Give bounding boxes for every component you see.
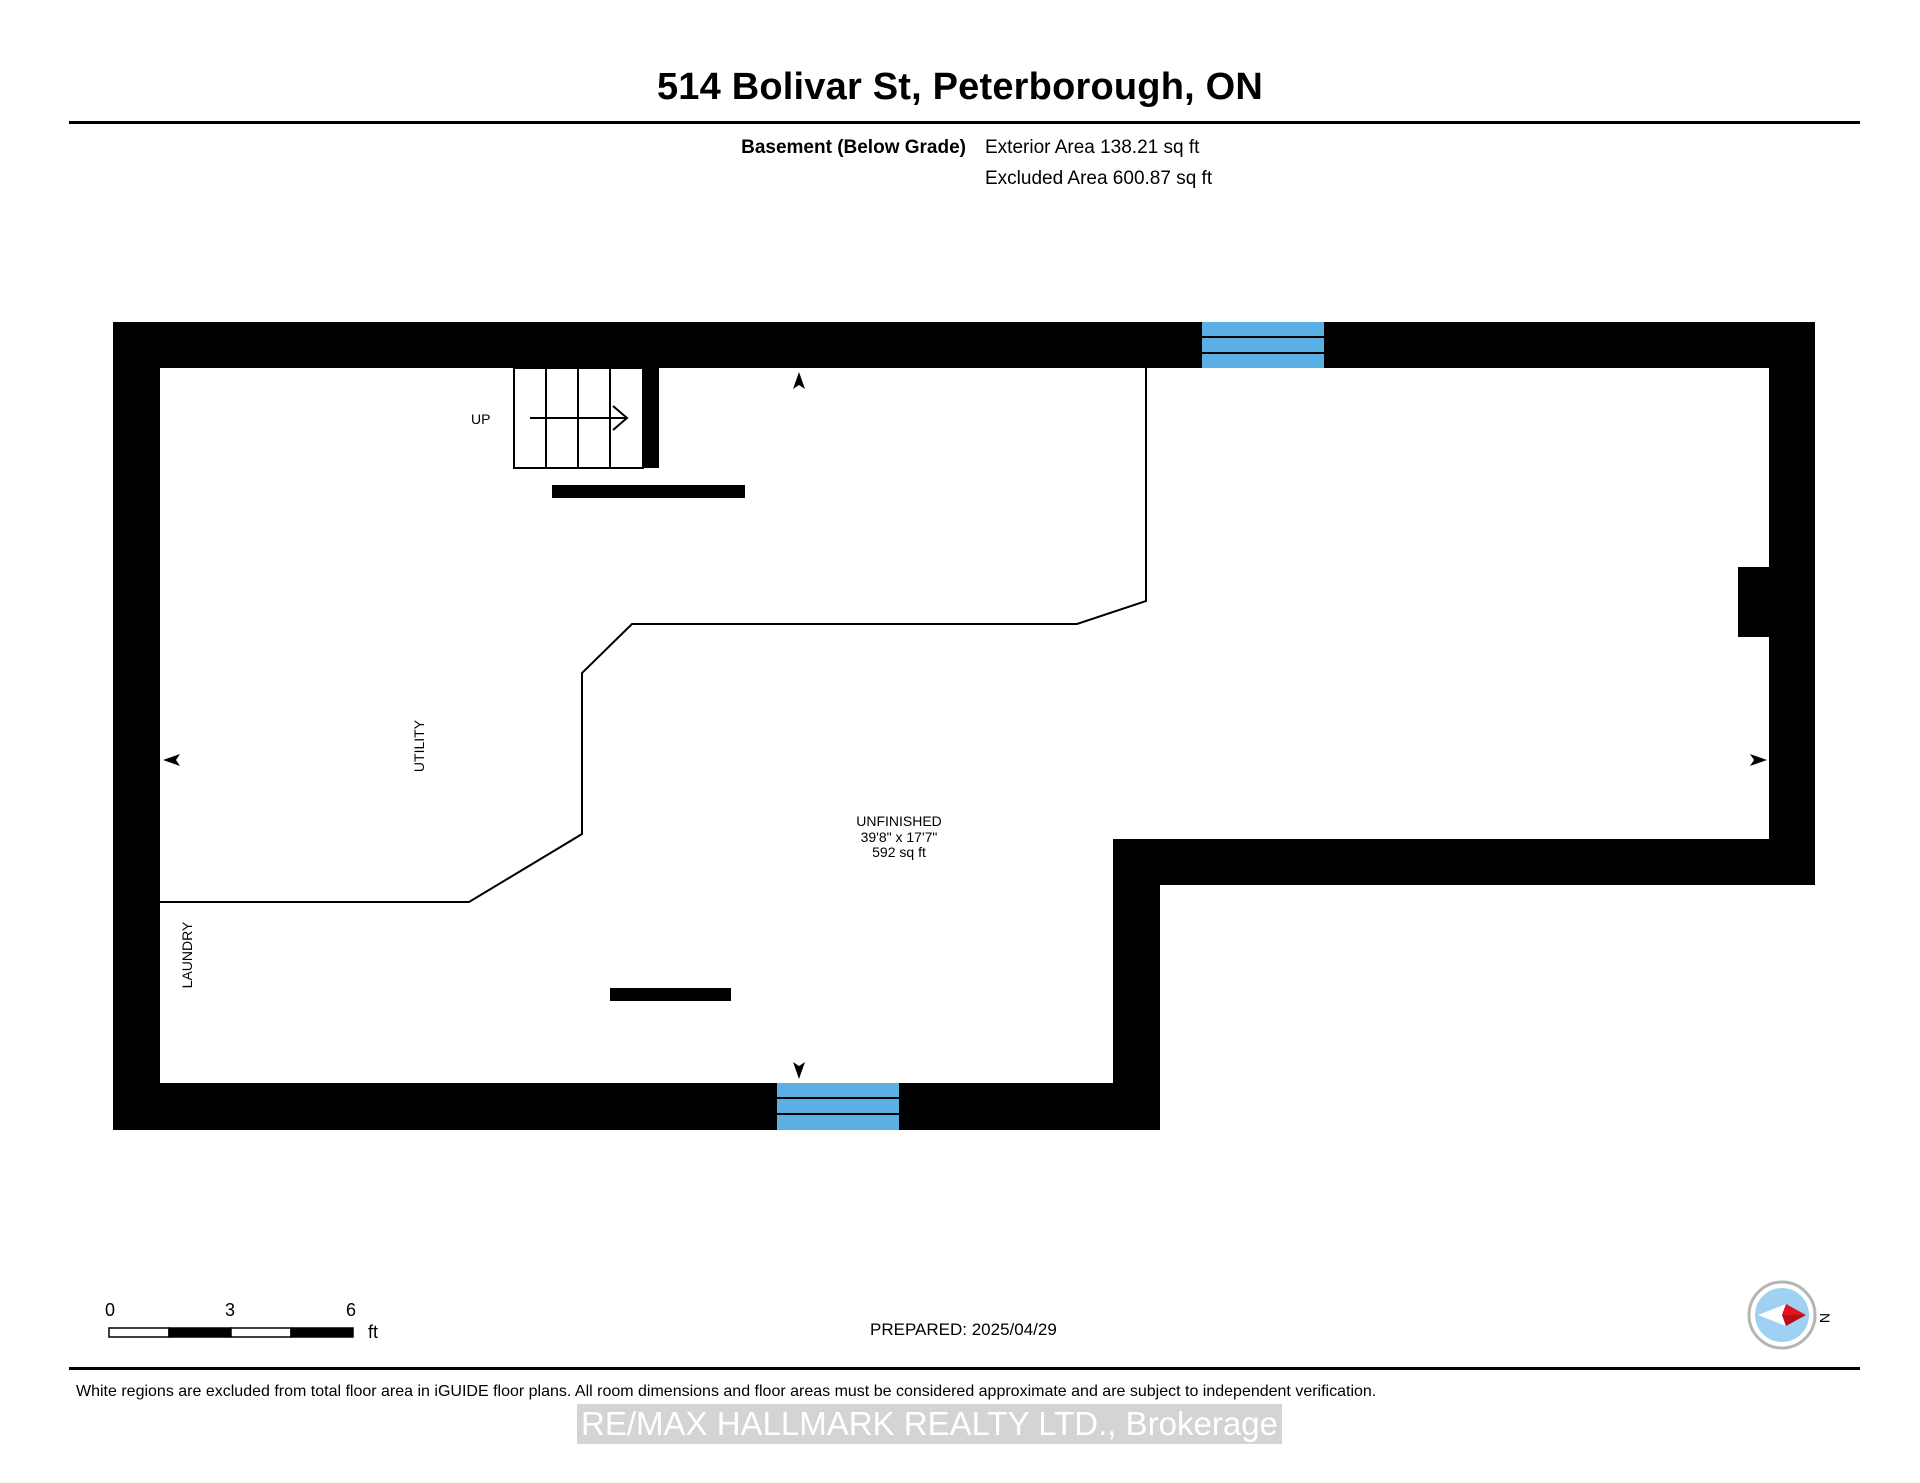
room-label-unfinished: UNFINISHED [856,813,942,829]
stair-wall [643,368,659,468]
exterior-wall [113,322,1815,1130]
room-area-unfinished: 592 sq ft [872,844,926,860]
scale-unit: ft [368,1322,379,1342]
view-marker-top [793,372,805,389]
excluded-area: Excluded Area 600.87 sq ft [985,168,1213,189]
exterior-area: Exterior Area 138.21 sq ft [985,137,1200,158]
compass-north-label: N [1817,1313,1833,1323]
scale-tick-6: 6 [346,1300,357,1320]
window-top [1202,322,1324,368]
footer-divider [69,1367,1860,1370]
window-bottom [777,1083,899,1130]
page-title: 514 Bolivar St, Peterborough, ON [656,66,1264,108]
prepared-date: PREPARED: 2025/04/29 [870,1320,1057,1339]
compass-icon [1747,1280,1817,1350]
stairs [513,367,644,469]
room-label-utility: UTILITY [411,719,427,772]
disclaimer-text: White regions are excluded from total fl… [76,1383,1377,1400]
view-marker-left [163,754,180,766]
room-dimensions-unfinished: 39'8" x 17'7" [861,829,938,845]
view-marker-right [1750,754,1767,766]
floor-label: Basement (Below Grade) [741,137,966,158]
scale-tick-3: 3 [225,1300,236,1320]
scale-bar [108,1327,354,1338]
room-label-laundry: LAUNDRY [179,921,195,988]
scale-tick-0: 0 [105,1300,116,1320]
room-boundary [160,368,1147,903]
title-divider [69,121,1860,124]
stairs-label: UP [471,411,490,427]
brokerage-watermark: RE/MAX HALLMARK REALTY LTD., Brokerage [577,1404,1282,1444]
partition-wall-upper [552,485,745,498]
partition-wall-lower [610,988,731,1001]
view-marker-bottom [793,1062,805,1079]
